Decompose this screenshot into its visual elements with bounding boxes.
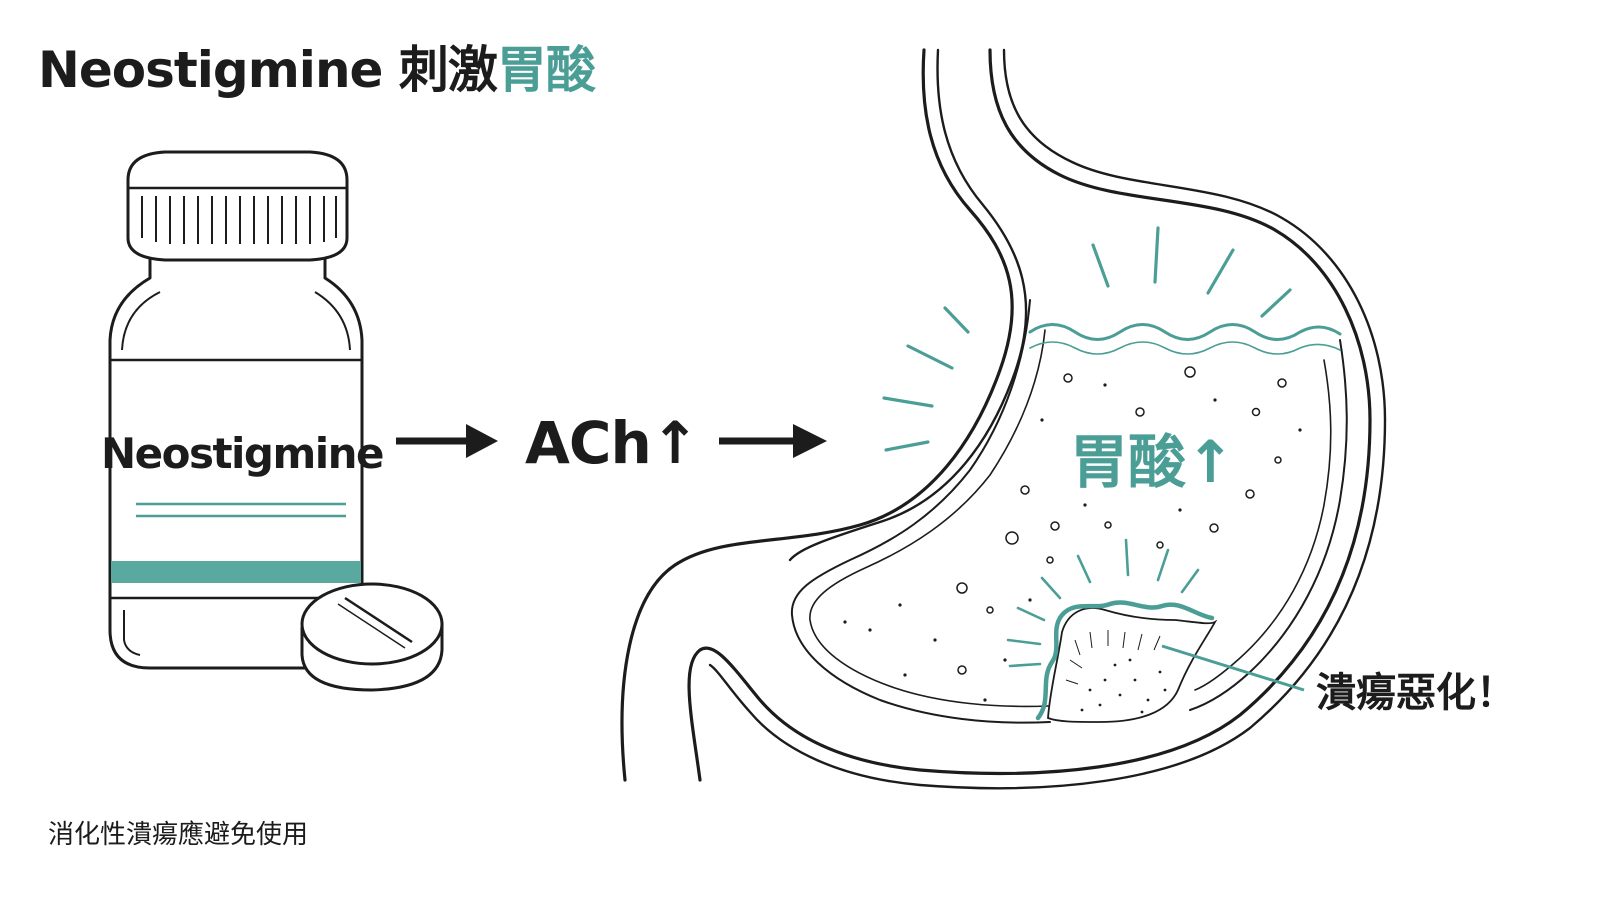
medicine-bottle bbox=[110, 152, 362, 668]
arrow-icon-2 bbox=[719, 424, 827, 458]
ulcer-icon bbox=[1038, 602, 1215, 722]
footnote: 消化性潰瘍應避免使用 bbox=[48, 814, 308, 851]
stomach-illustration bbox=[622, 50, 1385, 788]
acid-surface bbox=[1030, 325, 1340, 355]
arrow-icon-1 bbox=[396, 424, 498, 458]
ulcer-worsening-label: 潰瘍惡化！ bbox=[1316, 670, 1516, 716]
bottle-label-text: Neostigmine bbox=[101, 429, 383, 478]
acid-increase-label: 胃酸↑ bbox=[1070, 428, 1235, 496]
ach-increase-label: ACh↑ bbox=[525, 409, 698, 477]
tablet-icon bbox=[302, 584, 442, 690]
